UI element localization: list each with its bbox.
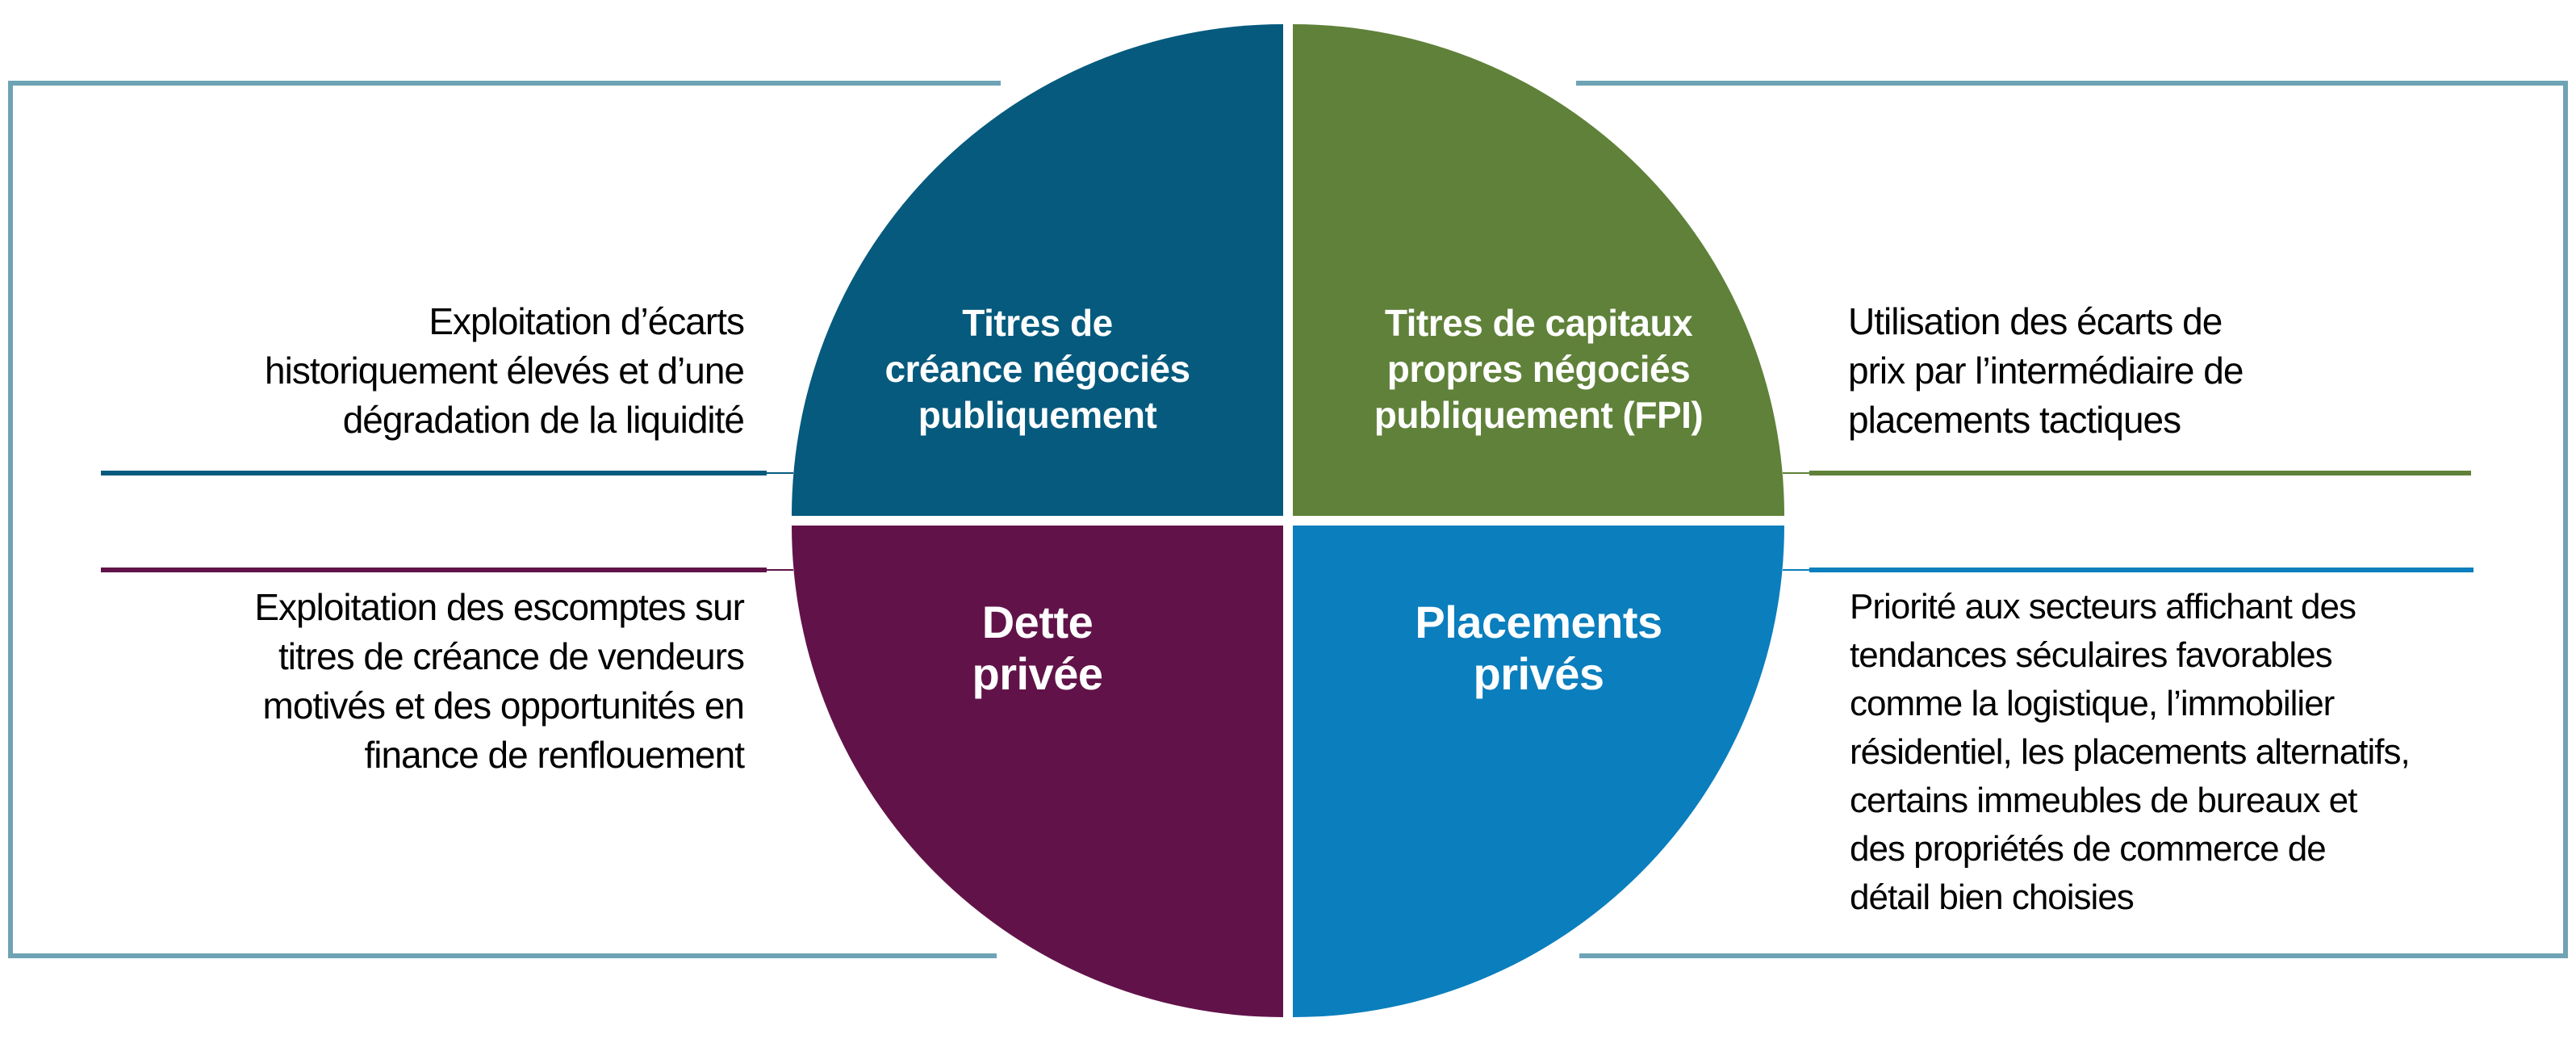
connector-line-bottom-right [1809, 568, 2474, 572]
frame-border-top-left-segment [8, 81, 1001, 86]
quadrant-public-debt: Titres de créance négociés publiquement [792, 24, 1283, 516]
connector-line-top-left [101, 471, 767, 475]
annotation-top-right: Utilisation des écarts de prix par l’int… [1848, 300, 2244, 441]
annotation-bottom-left: Exploitation des escomptes sur titres de… [254, 586, 745, 776]
quadrant-public-equity: Titres de capitaux propres négociés publ… [1293, 24, 1784, 516]
frame-border-bottom-left-segment [8, 953, 997, 958]
connector-line-top-right-tip [1783, 472, 1809, 474]
connector-line-bottom-left-tip [767, 569, 793, 571]
annotation-top-left: Exploitation d’écarts historiquement éle… [265, 300, 745, 441]
quadrant-private-investments: Placements privés [1293, 526, 1784, 1017]
quadrant-private-debt: Dette privée [792, 526, 1283, 1017]
connector-line-top-left-tip [767, 472, 793, 474]
quadrant-circle: Titres de créance négociés publiquement … [792, 24, 1784, 1017]
quadrant-label-private-debt: Dette privée [972, 597, 1104, 699]
annotation-bottom-right: Priorité aux secteurs affichant des tend… [1850, 587, 2411, 917]
frame-border-right-segment [2563, 81, 2568, 958]
connector-line-top-right [1809, 471, 2471, 475]
frame-border-bottom-right-segment [1579, 953, 2568, 958]
frame-border-top-right-segment [1576, 81, 2568, 86]
quadrant-label-public-debt: Titres de créance négociés publiquement [884, 302, 1190, 436]
connector-line-bottom-left [101, 568, 767, 572]
quadrant-label-public-equity: Titres de capitaux propres négociés publ… [1374, 302, 1704, 436]
frame-border-left-segment [8, 81, 13, 958]
connector-line-bottom-right-tip [1783, 569, 1809, 571]
quadrant-label-private-investments: Placements privés [1415, 597, 1662, 699]
